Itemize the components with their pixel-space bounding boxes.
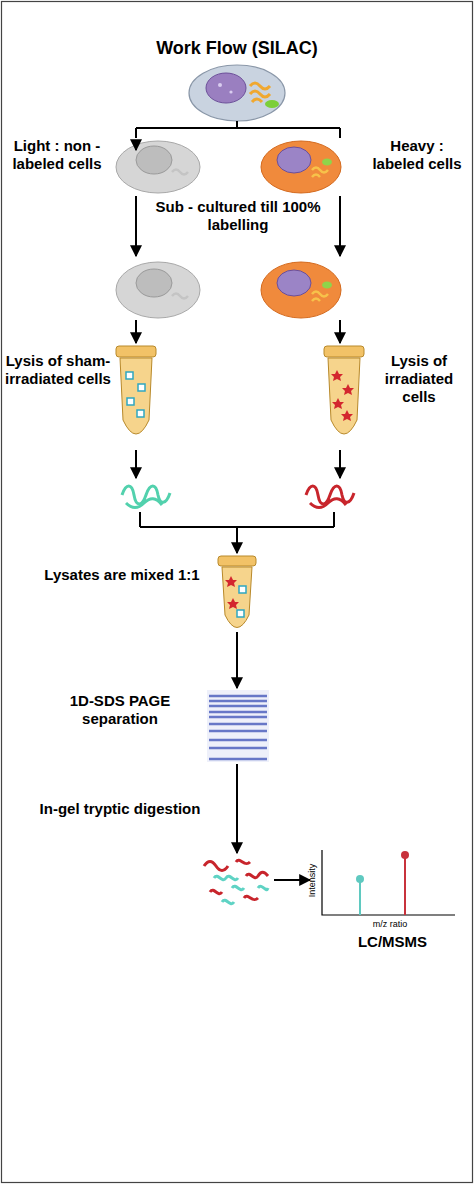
step-label: Sub - cultured till 100% labelling bbox=[150, 198, 326, 234]
heavy-cell bbox=[261, 141, 341, 193]
arrow bbox=[339, 450, 341, 478]
protein-extract bbox=[122, 486, 170, 508]
lysis-tube bbox=[324, 346, 364, 434]
arrow bbox=[236, 527, 238, 553]
lysate-particle bbox=[227, 598, 239, 609]
lysate-particle bbox=[138, 384, 145, 391]
plot-axes bbox=[322, 850, 455, 915]
arrow bbox=[135, 196, 137, 256]
peptide-teal bbox=[214, 876, 268, 903]
arrow bbox=[135, 320, 137, 343]
tube-cap bbox=[218, 556, 256, 566]
lysis-tube bbox=[116, 346, 156, 434]
cell-nucleus bbox=[206, 73, 246, 103]
arrow bbox=[135, 450, 137, 478]
arrow bbox=[339, 320, 341, 343]
cell-membrane bbox=[116, 262, 200, 318]
lysate-particle bbox=[239, 586, 246, 593]
organelle bbox=[250, 83, 270, 102]
tube-body bbox=[120, 358, 152, 434]
step-label: LC/MSMS bbox=[335, 933, 450, 951]
lysate-particle bbox=[126, 372, 133, 379]
organelle bbox=[172, 170, 188, 175]
organelle bbox=[312, 292, 328, 302]
organelle bbox=[322, 159, 332, 166]
lysate-particle bbox=[331, 370, 343, 381]
figure-title: Work Flow (SILAC) bbox=[0, 38, 474, 60]
step-label: In-gel tryptic digestion bbox=[38, 800, 202, 818]
peptide-fragments bbox=[204, 860, 268, 903]
cell-nucleus bbox=[277, 270, 311, 296]
axis-label: m/z ratio bbox=[360, 919, 420, 930]
gel-background bbox=[207, 690, 269, 762]
lysate-particle bbox=[225, 576, 237, 587]
step-label: Lysis of irradiated cells bbox=[368, 352, 470, 406]
cell-nucleus bbox=[136, 146, 172, 174]
tube-body bbox=[328, 358, 360, 434]
lysate-particle bbox=[342, 384, 354, 395]
cell-nucleus bbox=[277, 147, 311, 173]
mass-spectrum bbox=[322, 850, 455, 915]
lysate-particle bbox=[127, 398, 134, 405]
nucleolus bbox=[218, 83, 222, 87]
step-label: Heavy : labeled cells bbox=[364, 137, 470, 173]
nucleolus bbox=[229, 90, 232, 93]
lysate-particle bbox=[137, 410, 144, 417]
light-cell bbox=[116, 262, 200, 318]
mixed-tube bbox=[218, 556, 256, 628]
heavy-cell bbox=[261, 262, 341, 318]
axis-label: Intensity bbox=[307, 857, 318, 903]
lysate-particle bbox=[237, 610, 244, 617]
protein-extract bbox=[306, 486, 354, 508]
arrow bbox=[135, 140, 137, 150]
step-label: Lysates are mixed 1:1 bbox=[38, 566, 206, 584]
arrow bbox=[236, 632, 238, 688]
merge-bracket bbox=[140, 512, 334, 527]
cell-membrane bbox=[261, 262, 341, 318]
arrow bbox=[339, 196, 341, 256]
peak-marker bbox=[401, 851, 409, 859]
tube-cap bbox=[116, 346, 156, 357]
organelle bbox=[322, 282, 332, 289]
peak-marker bbox=[356, 875, 364, 883]
arrow bbox=[236, 764, 238, 853]
cell-nucleus bbox=[136, 269, 172, 297]
gel-bands bbox=[209, 696, 267, 759]
cell-membrane bbox=[261, 141, 341, 193]
tube-cap bbox=[324, 346, 364, 357]
split-bracket bbox=[136, 121, 340, 138]
lysate-particle bbox=[341, 410, 353, 421]
lysate-particle bbox=[332, 398, 344, 409]
light-cell bbox=[116, 141, 200, 193]
organelle bbox=[265, 100, 279, 108]
cell-illustration bbox=[189, 65, 285, 121]
step-label: Lysis of sham-irradiated cells bbox=[3, 352, 113, 388]
cell-membrane bbox=[189, 65, 285, 121]
spectrum-peak bbox=[359, 882, 361, 915]
organelle bbox=[172, 294, 188, 299]
step-label: Light : non - labeled cells bbox=[3, 137, 111, 173]
gel-lane bbox=[207, 690, 269, 762]
spectrum-peak bbox=[404, 858, 406, 915]
tube-body bbox=[222, 567, 252, 628]
step-label: 1D-SDS PAGE separation bbox=[38, 692, 202, 728]
organelle bbox=[312, 168, 328, 178]
cell-membrane bbox=[116, 141, 200, 193]
arrow bbox=[274, 879, 310, 881]
